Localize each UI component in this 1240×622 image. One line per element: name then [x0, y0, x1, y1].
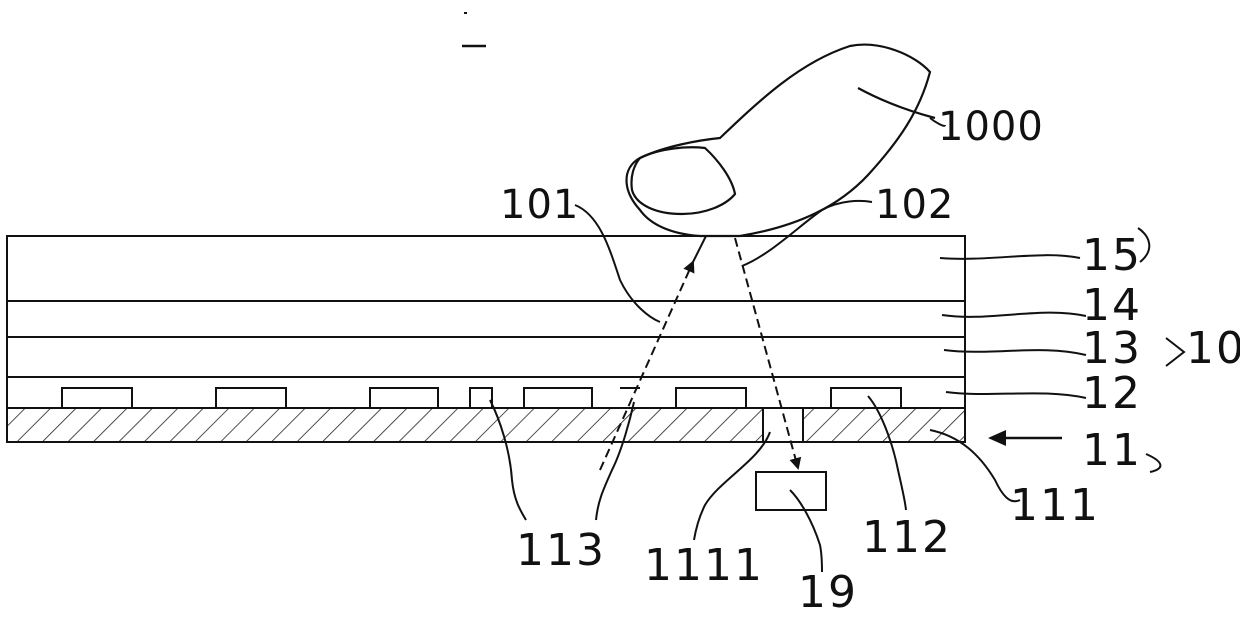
pad — [216, 388, 286, 408]
label-light-sources: 113 — [516, 525, 606, 576]
layer-14 — [7, 301, 965, 337]
pad — [370, 388, 438, 408]
pad — [62, 388, 132, 408]
label-layer-12: 12 — [1082, 368, 1142, 419]
label-group: 10 — [1186, 323, 1240, 374]
label-ray-in: 101 — [500, 182, 579, 228]
label-sensor: 19 — [798, 567, 858, 617]
label-substrate: 11 — [1082, 425, 1142, 476]
layer-stack — [7, 236, 965, 408]
stray-mark — [462, 13, 486, 46]
substrate-arrow — [988, 430, 1062, 446]
label-opening: 1111 — [644, 540, 764, 591]
label-substrate-layer: 111 — [1010, 480, 1100, 531]
label-pad: 112 — [862, 512, 952, 563]
pad-112 — [831, 388, 901, 408]
label-ray-out: 102 — [875, 182, 954, 228]
label-layer-13: 13 — [1082, 323, 1142, 374]
layer-15 — [7, 236, 965, 301]
pad — [676, 388, 746, 408]
substrate — [7, 408, 965, 442]
pad — [524, 388, 592, 408]
label-layer-15: 15 — [1082, 230, 1142, 281]
layer-13 — [7, 337, 965, 377]
group-bracket — [1166, 338, 1184, 366]
light-source-pads — [62, 388, 901, 408]
label-finger: 1000 — [938, 104, 1044, 150]
pad — [470, 388, 492, 408]
